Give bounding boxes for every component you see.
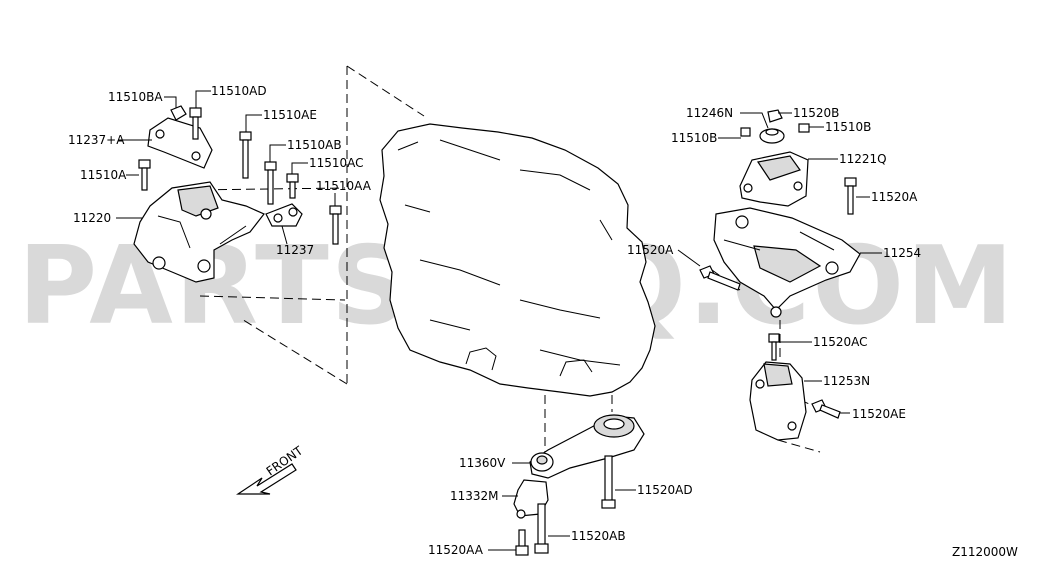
torque-rod: [513, 414, 645, 556]
label-11520AC: 11520AC: [813, 335, 868, 349]
label-11221Q: 11221Q: [839, 152, 887, 166]
label-11520AA: 11520AA: [428, 543, 484, 557]
label-11360V: 11360V: [459, 456, 506, 470]
label-11510AD: 11510AD: [211, 84, 267, 98]
bolt-11510AC: [286, 173, 299, 199]
label-11254: 11254: [883, 246, 921, 260]
left-engine-mount: [133, 105, 342, 283]
label-11510AB: 11510AB: [287, 138, 342, 152]
diagram-code: Z112000W: [952, 545, 1018, 559]
label-11246N: 11246N: [686, 106, 733, 120]
label-11237: 11237: [276, 243, 314, 257]
bolt-11510BA: [170, 105, 187, 121]
lower-right-mount: [749, 333, 841, 441]
label-11510B-right: 11510B: [825, 120, 871, 134]
label-11520AE: 11520AE: [852, 407, 906, 421]
label-11510B-left: 11510B: [671, 131, 717, 145]
bolt-11510AE: [239, 131, 252, 179]
label-11332M: 11332M: [450, 489, 499, 503]
front-arrow-icon: FRONT: [236, 443, 306, 495]
right-transmission-mount: [699, 109, 861, 318]
label-11520A-left: 11520A: [627, 243, 674, 257]
label-11520AB: 11520AB: [571, 529, 626, 543]
leader-lines: [116, 90, 882, 551]
label-11520B: 11520B: [793, 106, 839, 120]
engine-block: [379, 123, 656, 397]
label-11520AD: 11520AD: [637, 483, 693, 497]
label-11520A-right: 11520A: [871, 190, 918, 204]
bolt-11510A: [138, 159, 151, 191]
part-labels: 11510BA 11510AD 11510AE 11237+A 11510AB …: [68, 84, 1018, 559]
label-11510BA: 11510BA: [108, 90, 163, 104]
label-11220: 11220: [73, 211, 111, 225]
label-11510AC: 11510AC: [309, 156, 364, 170]
label-11510A: 11510A: [80, 168, 127, 182]
bolt-11510AB: [264, 161, 277, 205]
label-11237-A: 11237+A: [68, 133, 125, 147]
label-11510AA: 11510AA: [316, 179, 372, 193]
label-11510AE: 11510AE: [263, 108, 317, 122]
label-11253N: 11253N: [823, 374, 870, 388]
